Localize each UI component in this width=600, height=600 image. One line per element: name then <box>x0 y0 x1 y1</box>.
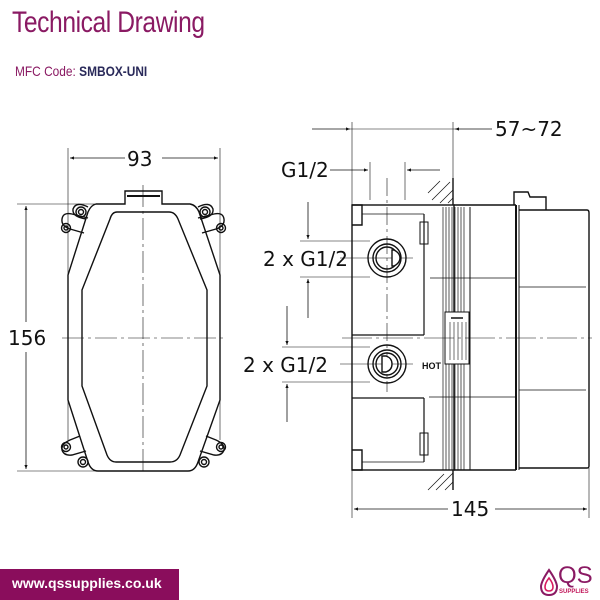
lower-ports-dimension: 2 x G1/2 <box>243 353 328 377</box>
page-title: Technical Drawing <box>12 6 205 39</box>
technical-drawing: 93 156 <box>8 117 592 521</box>
website-link[interactable]: www.qssupplies.co.uk <box>12 575 162 591</box>
mfc-code: MFC Code: SMBOX-UNI <box>15 63 147 79</box>
mfc-code-label: MFC Code: <box>15 63 76 79</box>
water-drop-icon <box>539 568 559 597</box>
top-thread-dimension: G1/2 <box>281 158 329 182</box>
upper-ports-dimension: 2 x G1/2 <box>263 247 348 271</box>
qs-supplies-logo: QS SUPPLIES <box>538 562 596 600</box>
width-dimension: 93 <box>127 147 152 171</box>
logo-text: QS <box>558 562 593 589</box>
side-view <box>282 122 592 518</box>
depth-dimension: 57~72 <box>495 117 563 141</box>
height-dimension: 156 <box>8 326 46 350</box>
front-view <box>17 148 227 475</box>
length-dimension: 145 <box>451 497 489 521</box>
logo-subtext: SUPPLIES <box>559 589 589 595</box>
hot-label: HOT <box>422 361 442 371</box>
mfc-code-value: SMBOX-UNI <box>79 63 148 79</box>
footer-url-bar: www.qssupplies.co.uk <box>0 569 179 600</box>
